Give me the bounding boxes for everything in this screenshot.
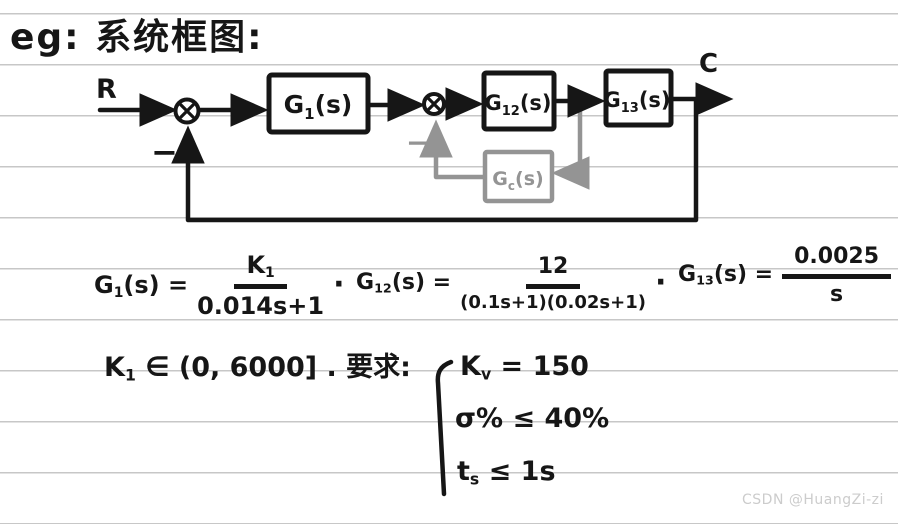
requirements-brace	[435, 359, 454, 497]
requirement-kv: Kv = 150	[460, 351, 589, 384]
sum1-minus-sign: −	[151, 133, 178, 171]
outer-feedback-line	[171, 98, 699, 223]
sum2-minus-sign: −	[406, 126, 429, 159]
formula-g13: G13(s) = 0.0025 s	[678, 244, 892, 307]
gc-block-label: Gc(s)	[492, 168, 543, 193]
g1-block-label: G1(s)	[284, 90, 353, 123]
formula-g1-lhs: G1(s) =	[94, 270, 189, 301]
gc-tap-line	[551, 100, 590, 190]
formula-g1: G1(s) = K1 0.014s+1 ·	[94, 251, 345, 320]
formula-g1-fraction: K1 0.014s+1	[197, 251, 324, 320]
input-label: R	[96, 74, 117, 105]
g13-block-label: G13(s)	[603, 88, 670, 116]
formula-g13-lhs: G13(s) =	[678, 262, 774, 289]
gc-block	[482, 149, 555, 204]
gc-return-line	[419, 119, 487, 180]
sum-junction-2-cross	[426, 96, 442, 112]
formula-g1-denominator: 0.014s+1	[197, 291, 325, 320]
formula-g12-numerator: 12	[525, 254, 581, 289]
formula-g12-denominator: (0.1s+1)(0.02s+1)	[460, 291, 646, 313]
formula-g1-numerator: K1	[234, 251, 287, 289]
formula-g12: G12(s) = 12 (0.1s+1)(0.02s+1) ·	[356, 254, 667, 313]
g12-block-label: G12(s)	[484, 91, 551, 119]
formula-g13-fraction: 0.0025 s	[782, 244, 892, 307]
page-title: eg: 系统框图:	[10, 17, 264, 58]
csdn-watermark: CSDN @HuangZi-zi	[742, 492, 884, 508]
formula-g12-fraction: 12 (0.1s+1)(0.02s+1)	[460, 254, 646, 313]
formula-g13-numerator: 0.0025	[782, 244, 892, 279]
output-label: C	[699, 49, 718, 79]
k1-constraint: K1 ∈ (0, 6000] . 要求:	[104, 352, 411, 385]
formula-g13-denominator: s	[830, 281, 844, 307]
sum-junction-1-cross	[178, 102, 196, 120]
formula-g12-lhs: G12(s) =	[356, 270, 452, 297]
requirement-overshoot: σ% ≤ 40%	[455, 403, 610, 434]
requirement-settling-time: ts ≤ 1s	[457, 456, 556, 489]
